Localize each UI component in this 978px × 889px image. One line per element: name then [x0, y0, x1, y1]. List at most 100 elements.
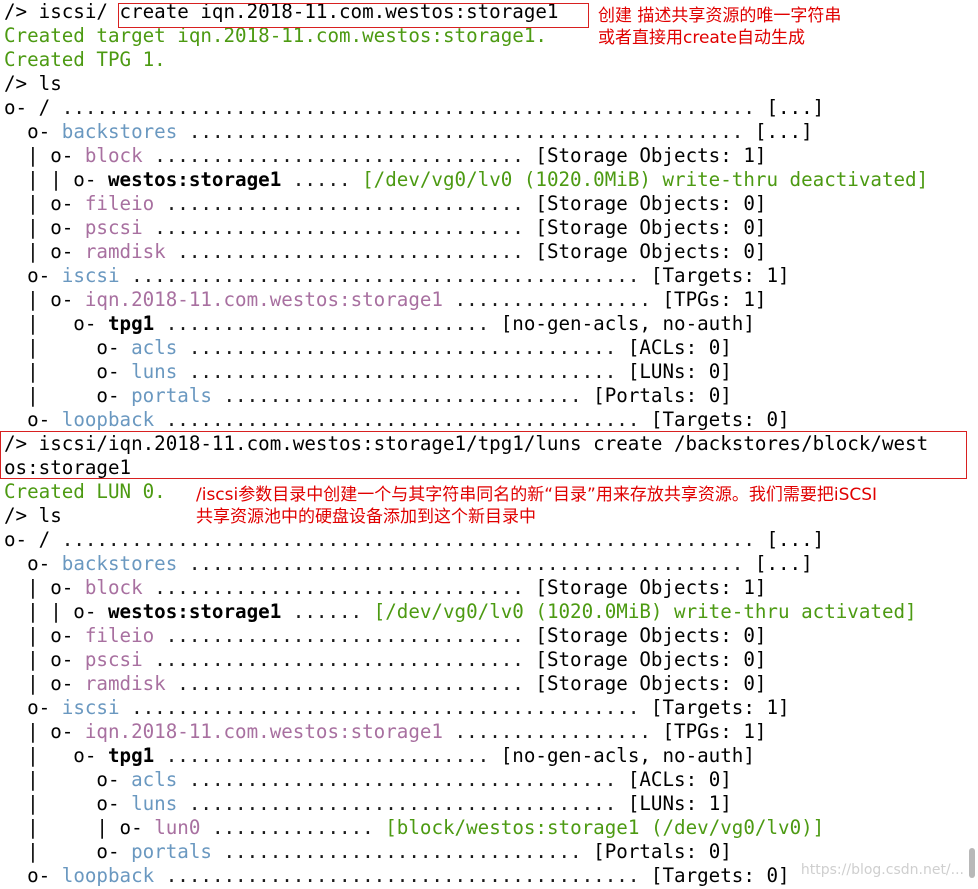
terminal-line: /> iscsi/iqn.2018-11.com.westos:storage1…: [4, 432, 928, 456]
tree-node-name: tpg1: [107, 312, 155, 335]
terminal-line: | o- portals ...........................…: [4, 840, 732, 864]
tree-node-name: backstores: [61, 120, 178, 143]
terminal-line: | o- ramdisk ...........................…: [4, 240, 766, 264]
terminal-text: | o-: [4, 312, 108, 335]
tree-node-name: ramdisk: [84, 240, 166, 263]
terminal-text: [Targets: 0]: [650, 408, 790, 431]
terminal-line: | o- acls ..............................…: [4, 768, 732, 792]
watermark: https://blog.csdn.net/...: [800, 862, 964, 878]
terminal-text: [Storage Objects: 0]: [535, 192, 767, 215]
leader-dots: ............................: [154, 312, 501, 335]
terminal-scrollbar[interactable]: [966, 0, 978, 889]
terminal-line: | o- fileio ............................…: [4, 192, 766, 216]
annotation-note-1-line-1: 创建 描述共享资源的唯一字符串: [598, 6, 842, 26]
terminal-line: | | o- westos:storage1 ..... [/dev/vg0/l…: [4, 168, 928, 192]
terminal-text: o-: [4, 264, 62, 287]
terminal-text: [no-gen-acls, no-auth]: [500, 744, 755, 767]
tree-node-name: lun0: [154, 816, 201, 839]
tree-node-name: westos:storage1: [107, 600, 282, 623]
tree-node-name: block: [84, 576, 143, 599]
leader-dots: .................: [442, 288, 663, 311]
annotation-note-2: /iscsi参数目录中创建一个与其字符串同名的新“目录”用来存放共享资源。我们需…: [196, 484, 877, 528]
terminal-text: [Storage Objects: 0]: [535, 624, 767, 647]
highlight-box-create-target: [118, 3, 589, 28]
terminal-line: | o- block .............................…: [4, 144, 766, 168]
annotation-note-1-line-2: 或者直接用create自动生成: [598, 28, 805, 48]
status-text: Created TPG 1.: [4, 48, 166, 71]
terminal-text: [...]: [754, 552, 813, 575]
terminal-text: [Portals: 0]: [593, 384, 732, 407]
terminal-text: [Targets: 1]: [650, 696, 790, 719]
leader-dots: ..............................: [165, 240, 536, 263]
terminal-text: | o-: [4, 648, 85, 671]
terminal-line: | o- portals ...........................…: [4, 384, 732, 408]
terminal-line: o- / ...................................…: [4, 528, 824, 552]
terminal-text: | o-: [4, 624, 85, 647]
leader-dots: ........................................…: [177, 552, 755, 575]
terminal-text: | o-: [4, 576, 85, 599]
leader-dots: ........................................…: [61, 96, 767, 119]
annotation-note-2-line-1: /iscsi参数目录中创建一个与其字符串同名的新“目录”用来存放共享资源。我们需…: [196, 485, 878, 505]
terminal-text: [Storage Objects: 0]: [535, 240, 767, 263]
terminal-line: | o- iqn.2018-11.com.westos:storage1 ...…: [4, 288, 766, 312]
terminal-line: o- iscsi ...............................…: [4, 264, 789, 288]
tree-node-name: iqn.2018-11.com.westos:storage1: [84, 720, 443, 743]
tree-node-name: portals: [131, 840, 212, 863]
leader-dots: .....................................: [177, 336, 628, 359]
terminal-text: [Storage Objects: 0]: [535, 672, 767, 695]
terminal-text: | o-: [4, 288, 85, 311]
terminal-text: [Portals: 0]: [593, 840, 732, 863]
leader-dots: .....................................: [177, 360, 628, 383]
terminal-text: | | o-: [4, 600, 108, 623]
terminal-text: [...]: [754, 120, 813, 143]
leader-dots: ........................................…: [154, 408, 651, 431]
terminal-line: /> ls: [4, 504, 62, 528]
scrollbar-thumb[interactable]: [969, 848, 975, 878]
status-text: Created LUN 0.: [4, 480, 166, 503]
terminal-line: os:storage1: [4, 456, 131, 480]
terminal-text: | o-: [4, 792, 132, 815]
leader-dots: ......: [281, 600, 374, 623]
terminal-text: [TPGs: 1]: [662, 288, 767, 311]
tree-node-name: fileio: [84, 624, 155, 647]
tree-node-name: block: [84, 144, 143, 167]
tree-node-name: pscsi: [84, 216, 143, 239]
leader-dots: .................: [442, 720, 663, 743]
terminal-text: o- /: [4, 96, 62, 119]
terminal-text: | | o-: [4, 816, 155, 839]
leader-dots: ...............................: [154, 624, 536, 647]
terminal-line: o- loopback ............................…: [4, 864, 789, 888]
tree-node-name: acls: [131, 768, 178, 791]
terminal-text: o-: [4, 120, 62, 143]
terminal-line: | o- luns ..............................…: [4, 360, 732, 384]
leader-dots: ........................................…: [119, 696, 651, 719]
terminal-text: | o-: [4, 384, 132, 407]
terminal-text: [ACLs: 0]: [627, 336, 732, 359]
terminal-line: | o- tpg1 ............................ […: [4, 744, 755, 768]
tree-node-name: iqn.2018-11.com.westos:storage1: [84, 288, 443, 311]
terminal-text: os:storage1: [4, 456, 132, 479]
status-text: [/dev/vg0/lv0 (1020.0MiB) write-thru act…: [373, 600, 917, 623]
status-text: Created target iqn.2018-11.com.westos:st…: [4, 24, 547, 47]
leader-dots: .....................................: [177, 792, 628, 815]
terminal-text: [LUNs: 1]: [627, 792, 732, 815]
terminal-text: | o-: [4, 144, 85, 167]
terminal-text: [...]: [766, 96, 825, 119]
terminal-line: /> ls: [4, 72, 62, 96]
leader-dots: ........................................…: [119, 264, 651, 287]
tree-node-name: iscsi: [61, 264, 120, 287]
terminal-line: Created LUN 0.: [4, 480, 166, 504]
terminal-line: | | o- lun0 .............. [block/westos…: [4, 816, 824, 840]
tree-node-name: luns: [131, 792, 178, 815]
terminal-line: | o- pscsi .............................…: [4, 648, 766, 672]
tree-node-name: fileio: [84, 192, 155, 215]
terminal-line: o- iscsi ...............................…: [4, 696, 790, 720]
annotation-note-2-line-2: 共享资源池中的硬盘设备添加到这个新目录中: [196, 507, 536, 527]
tree-node-name: backstores: [61, 552, 178, 575]
terminal-text: o-: [4, 408, 62, 431]
status-text: [/dev/vg0/lv0 (1020.0MiB) write-thru dea…: [362, 168, 929, 191]
terminal-line: o- backstores ..........................…: [4, 120, 813, 144]
terminal-line: o- / ...................................…: [4, 96, 824, 120]
terminal-line: /> iscsi/ create iqn.2018-11.com.westos:…: [4, 0, 559, 24]
leader-dots: ...............................: [211, 840, 594, 863]
